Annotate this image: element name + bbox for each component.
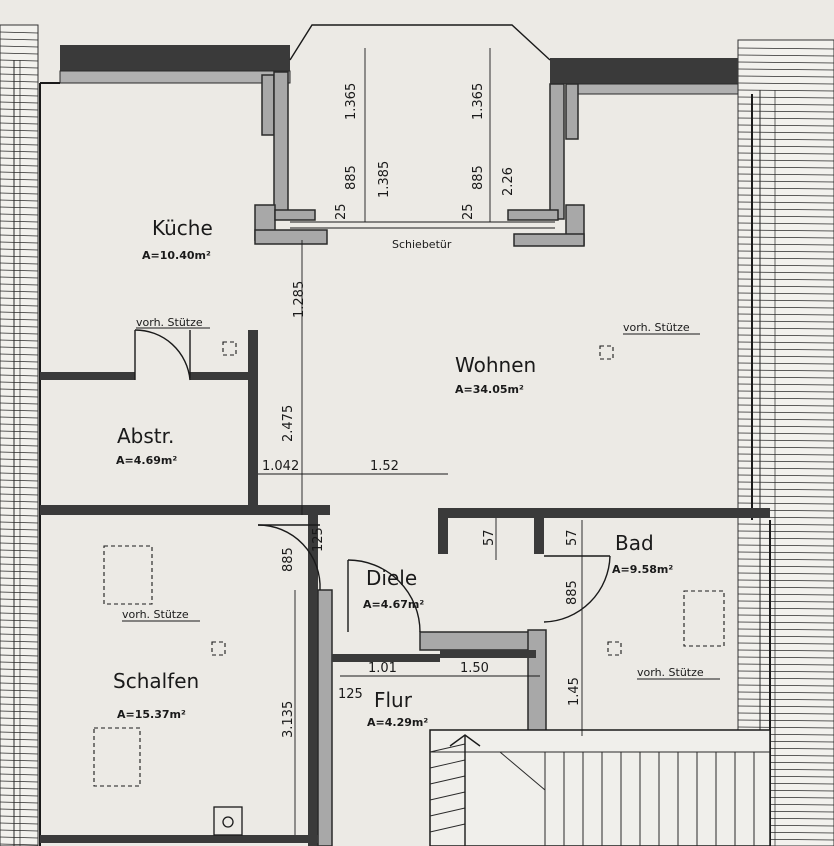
room-name-schalfen: Schalfen (113, 669, 199, 693)
dim-flur-right: 1.50 (460, 661, 489, 676)
room-area-diele: A=4.67m² (363, 598, 424, 611)
room-area-wohnen: A=34.05m² (455, 383, 524, 396)
dim-bay-left-top: 1.365 (344, 83, 359, 120)
dim-schalfen-vert: 3.135 (281, 701, 296, 738)
dim-bay-left-b: 25 (334, 203, 349, 220)
room-name-diele: Diele (366, 566, 417, 590)
dim-bay-right-b: 25 (461, 203, 476, 220)
room-area-bad: A=9.58m² (612, 563, 673, 576)
dim-bay-right-a: 885 (471, 165, 486, 190)
dim-flur-small: 125 (338, 687, 363, 702)
bay-window (289, 24, 551, 61)
room-area-schalfen: A=15.37m² (117, 708, 186, 721)
roof-hatch-left (0, 24, 39, 846)
dim-flur-left: 1.01 (368, 661, 397, 676)
note-schiebetuer: Schiebetür (392, 238, 452, 251)
room-area-flur: A=4.29m² (367, 716, 428, 729)
dim-bay-left-mid: 1.385 (377, 161, 392, 198)
roof-hatch-right (737, 39, 834, 846)
dim-bad-left: 57 (482, 529, 497, 546)
dim-hall-vert-lower: 2.475 (281, 405, 296, 442)
room-area-kueche: A=10.40m² (142, 249, 211, 262)
room-name-bad: Bad (615, 531, 654, 555)
room-name-kueche: Küche (152, 216, 213, 240)
dim-bad-vert: 1.45 (567, 677, 582, 706)
room-name-flur: Flur (374, 688, 413, 712)
note-stuetze-kueche: vorh. Stütze (136, 316, 203, 329)
top-wall-right (550, 58, 738, 84)
dim-hall-h-right: 1.52 (370, 459, 399, 474)
top-wall-left (60, 45, 290, 71)
dim-hall-h-left: 1.042 (262, 459, 299, 474)
room-name-abstr: Abstr. (117, 424, 174, 448)
dim-bay-left-a: 885 (344, 165, 359, 190)
dim-bay-right-mid: 2.26 (501, 167, 516, 196)
note-stuetze-wohnen: vorh. Stütze (623, 321, 690, 334)
room-area-abstr: A=4.69m² (116, 454, 177, 467)
dim-door-b: 125 (311, 527, 326, 552)
dim-door-a: 885 (281, 547, 296, 572)
dim-bad-door: 885 (565, 580, 580, 605)
staircase (429, 729, 771, 846)
note-stuetze-schalfen: vorh. Stütze (122, 608, 189, 621)
dim-bad-right: 57 (565, 529, 580, 546)
room-name-wohnen: Wohnen (455, 353, 536, 377)
dimension-lines (258, 48, 583, 835)
dim-hall-vert-upper: 1.285 (292, 281, 307, 318)
note-stuetze-bad: vorh. Stütze (637, 666, 704, 679)
dim-bay-right-top: 1.365 (471, 83, 486, 120)
